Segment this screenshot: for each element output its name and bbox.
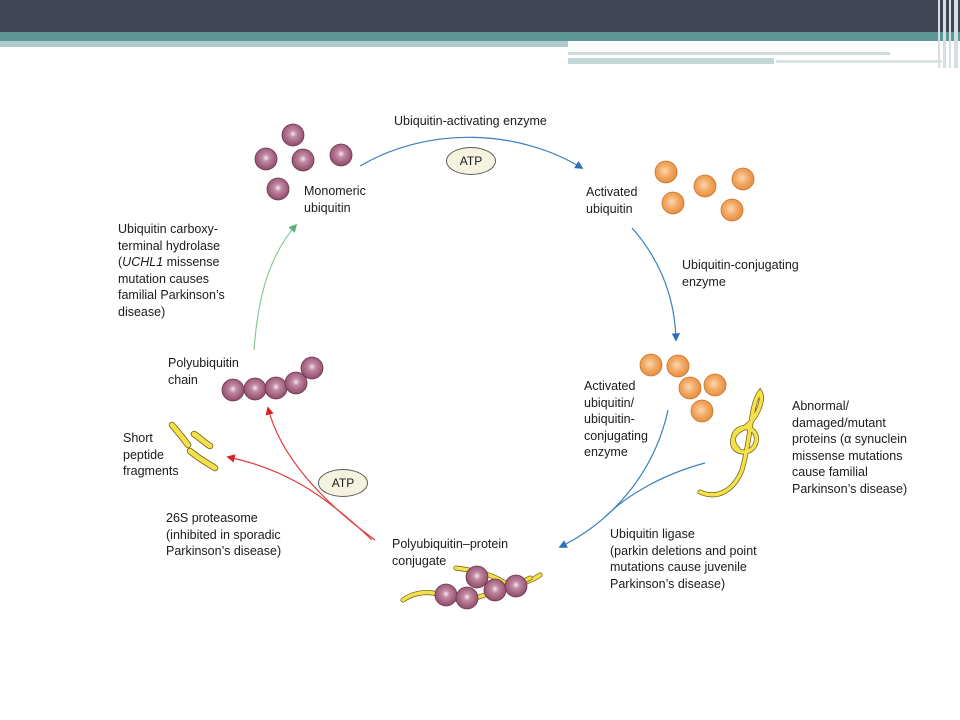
header-rule-right [568,58,774,64]
label-ubiquitin-ligase: Ubiquitin ligase (parkin deletions and p… [610,527,757,591]
arrow-recycle [253,223,298,351]
label-monomeric-ubiquitin: Monomeric ubiquitin [304,184,366,215]
arrow-ligase-transfer [558,409,669,548]
uchl1-gene-name: UCHL1 [122,255,164,269]
label-ubiquitin-conjugating-enzyme: Ubiquitin-conjugating enzyme [682,258,799,289]
arrow-protein-to-ligase [604,462,706,518]
peptide-fragments [168,421,219,472]
arrow-conjugation [631,227,681,342]
label-abnormal-proteins: Abnormal/ damaged/mutant proteins (α syn… [792,399,908,496]
atp-badge-proteasome: ATP [318,469,368,497]
label-ubiquitin-carboxy-terminal-hydrolase: Ubiquitin carboxy- terminal hydrolase (U… [118,221,225,320]
header-edge-lines [932,0,960,68]
monomeric-ubiquitin-spheres [254,123,353,201]
polyubiquitin-chain-spheres [221,356,324,402]
label-ubiquitin-activating-enzyme: Ubiquitin-activating enzyme [394,114,547,128]
label-activated-ubiquitin: Activated ubiquitin [586,185,638,216]
arrow-to-peptide-fragments [226,454,373,541]
arrow-activation [359,136,584,169]
header-rule-right-thin [568,52,890,55]
label-short-peptide-fragments: Short peptide fragments [123,431,179,478]
header-rule-left [0,41,568,47]
activated-complex-spheres [639,353,727,423]
uchl1-text-part2: missense mutation causes familial Parkin… [118,255,225,319]
header-rule-far-right [776,60,942,63]
slide-header-accent [0,32,960,41]
label-polyubiquitin-protein-conjugate: Polyubiquitin–protein conjugate [392,537,509,568]
abnormal-protein-ribbon [697,387,764,498]
label-polyubiquitin-chain: Polyubiquitin chain [168,356,239,387]
slide-header-bar [0,0,960,32]
atp-badge-activation: ATP [446,147,496,175]
activated-ubiquitin-spheres [654,160,755,222]
conjugate-ubiquitin-spheres [434,565,528,610]
label-activated-complex: Activated ubiquitin/ ubiquitin- conjugat… [584,379,648,459]
uchl1-text-part1: Ubiquitin carboxy- terminal hydrolase ( [118,222,221,269]
label-26s-proteasome: 26S proteasome (inhibited in sporadic Pa… [166,511,282,558]
